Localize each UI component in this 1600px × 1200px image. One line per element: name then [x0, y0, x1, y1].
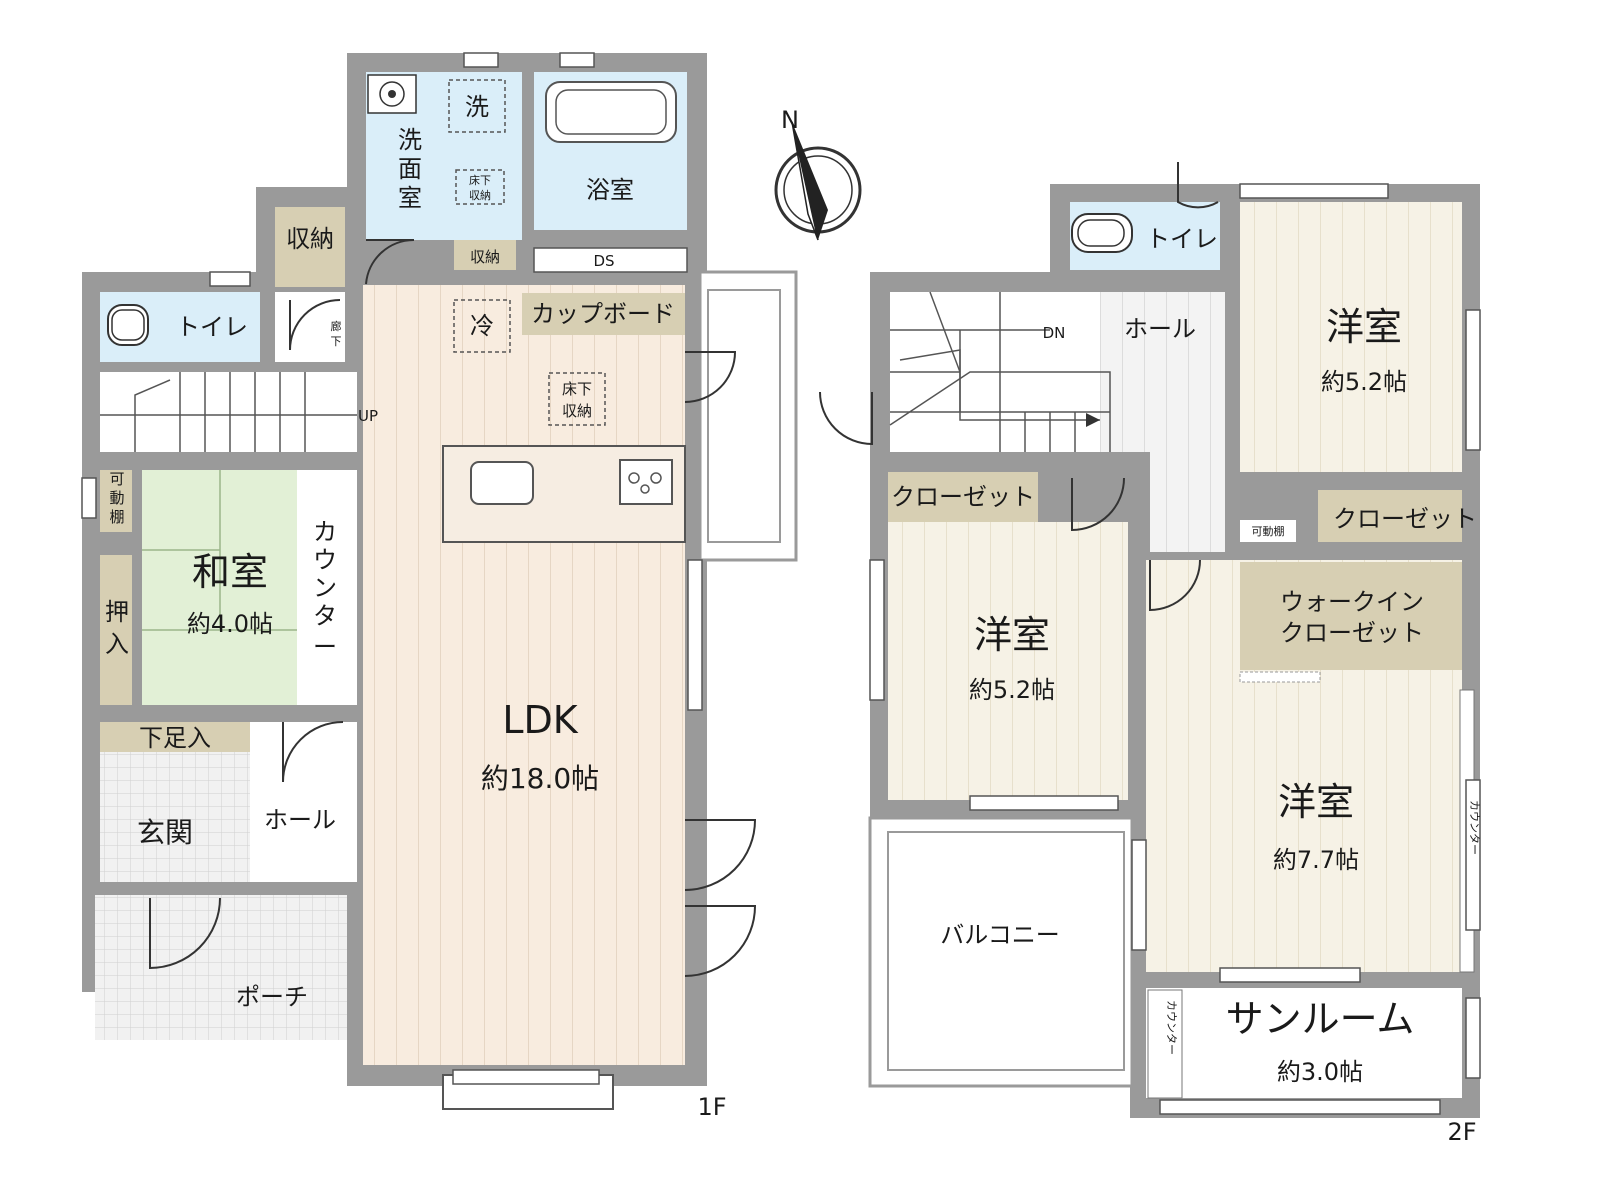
oshiire-label-2: 入 [105, 630, 129, 658]
washroom-label-3: 室 [398, 184, 422, 212]
walkin-closet-line2: クローゼット [1280, 619, 1424, 647]
room-w-floor [888, 522, 1128, 800]
corridor-label-1: 廊 [331, 319, 342, 333]
room-ne-floor [1240, 202, 1462, 472]
washitsu-size: 約4.0帖 [187, 610, 273, 638]
fridge-mark: 冷 [470, 312, 494, 340]
counter-label-4: タ [313, 602, 337, 630]
floor1-label: 1F [697, 1093, 726, 1121]
room-se-size: 約7.7帖 [1273, 846, 1359, 874]
ds-box [533, 247, 688, 273]
oshiire-label-1: 押 [105, 598, 129, 626]
north-compass-icon: N [774, 106, 862, 241]
sunroom-label: サンルーム [1226, 997, 1415, 1041]
counter-label-5: ー [313, 633, 337, 661]
genkan-floor [100, 752, 250, 882]
counter-label-2: ウ [313, 546, 337, 574]
room-w-size: 約5.2帖 [969, 676, 1055, 704]
underfloor-upper-ldk: 床下 [562, 380, 592, 398]
floor-1: LDK 約18.0帖 洗 面 室 洗 浴室 床下 収納 収納 DS 冷 カップボ… [81, 52, 798, 1121]
storage-1f-upper [275, 207, 345, 287]
oshiire [100, 555, 132, 705]
toilet-2f-label: トイレ [1146, 225, 1218, 253]
ldk-floor [363, 285, 685, 1065]
washitsu-label: 和室 [192, 550, 268, 594]
movable-shelf-1: 可 [109, 470, 124, 488]
stairs-1f [100, 372, 357, 452]
ldk-label: LDK [502, 698, 578, 742]
counter-sunroom-label: カウンター [1165, 1000, 1178, 1055]
stairs-down-label: DN [1043, 324, 1066, 342]
porch-floor [95, 895, 347, 1040]
washer-mark: 洗 [465, 93, 489, 121]
sink [470, 461, 534, 505]
counter-se-label: カウンター [1468, 800, 1481, 855]
movable-shelf-2f [1240, 520, 1296, 542]
counter-sunroom [1147, 989, 1183, 1099]
cupboard-label: カップボード [531, 300, 675, 328]
shoe-storage [100, 722, 258, 752]
stairs-up-label: UP [358, 407, 378, 425]
walkin-closet-over [1240, 562, 1462, 670]
porch-label: ポーチ [236, 983, 308, 1011]
underfloor-lower-ldk: 収納 [562, 402, 592, 420]
bathtub [545, 81, 677, 143]
storage-1f-small [454, 240, 516, 270]
genkan-label: 玄関 [137, 816, 193, 849]
closet-ne [1318, 490, 1462, 542]
shoe-storage-label: 下足入 [139, 724, 211, 752]
movable-shelf-1f [100, 470, 132, 532]
stove [619, 459, 673, 505]
ds-label: DS [593, 252, 614, 270]
closet-w-label: クローゼット [891, 483, 1035, 511]
corridor-1f [275, 292, 345, 362]
bath-label: 浴室 [586, 176, 634, 204]
floor2-label: 2F [1447, 1118, 1476, 1146]
movable-shelf-2f-label: 可動棚 [1252, 524, 1285, 538]
counter-label-1: カ [313, 518, 337, 546]
washroom-label-2: 面 [398, 155, 422, 183]
hall-2f-label: ホール [1124, 315, 1196, 343]
ldk-size: 約18.0帖 [481, 762, 599, 795]
storage-small-label: 収納 [470, 248, 500, 266]
toilet-1f-label: トイレ [176, 313, 248, 341]
north-label: N [781, 106, 799, 134]
hall-1f-floor [250, 722, 357, 882]
counter-label-3: ン [313, 574, 337, 602]
hall-2f-lower [1150, 452, 1225, 552]
sunroom-size: 約3.0帖 [1277, 1058, 1363, 1086]
room-ne-size: 約5.2帖 [1321, 368, 1407, 396]
closet-w [888, 472, 1038, 522]
washroom-label-1: 洗 [398, 126, 422, 154]
storage-upper-label: 収納 [286, 225, 334, 253]
underfloor-lower-wash: 収納 [469, 189, 491, 202]
underfloor-upper-wash: 床下 [469, 173, 491, 187]
sunroom-floor [1146, 988, 1462, 1098]
balcony-label: バルコニー [940, 921, 1060, 949]
room-se-label: 洋室 [1278, 780, 1354, 824]
closet-ne-label: クローゼット [1333, 505, 1477, 533]
room-ne-label: 洋室 [1326, 305, 1402, 349]
corridor-label-2: 下 [331, 335, 342, 348]
walkin-closet-line1: ウォークイン [1280, 588, 1424, 616]
floor-2: トイレ ホール DN 洋室 約5.2帖 クローゼット クローゼット 可動棚 ウォ… [819, 162, 1481, 1146]
room-w-label: 洋室 [974, 613, 1050, 657]
hall-1f-label: ホール [264, 806, 336, 834]
movable-shelf-2: 動 [109, 489, 124, 507]
counter-1f [297, 470, 357, 705]
cupboard [522, 293, 685, 335]
movable-shelf-3: 棚 [109, 508, 124, 526]
